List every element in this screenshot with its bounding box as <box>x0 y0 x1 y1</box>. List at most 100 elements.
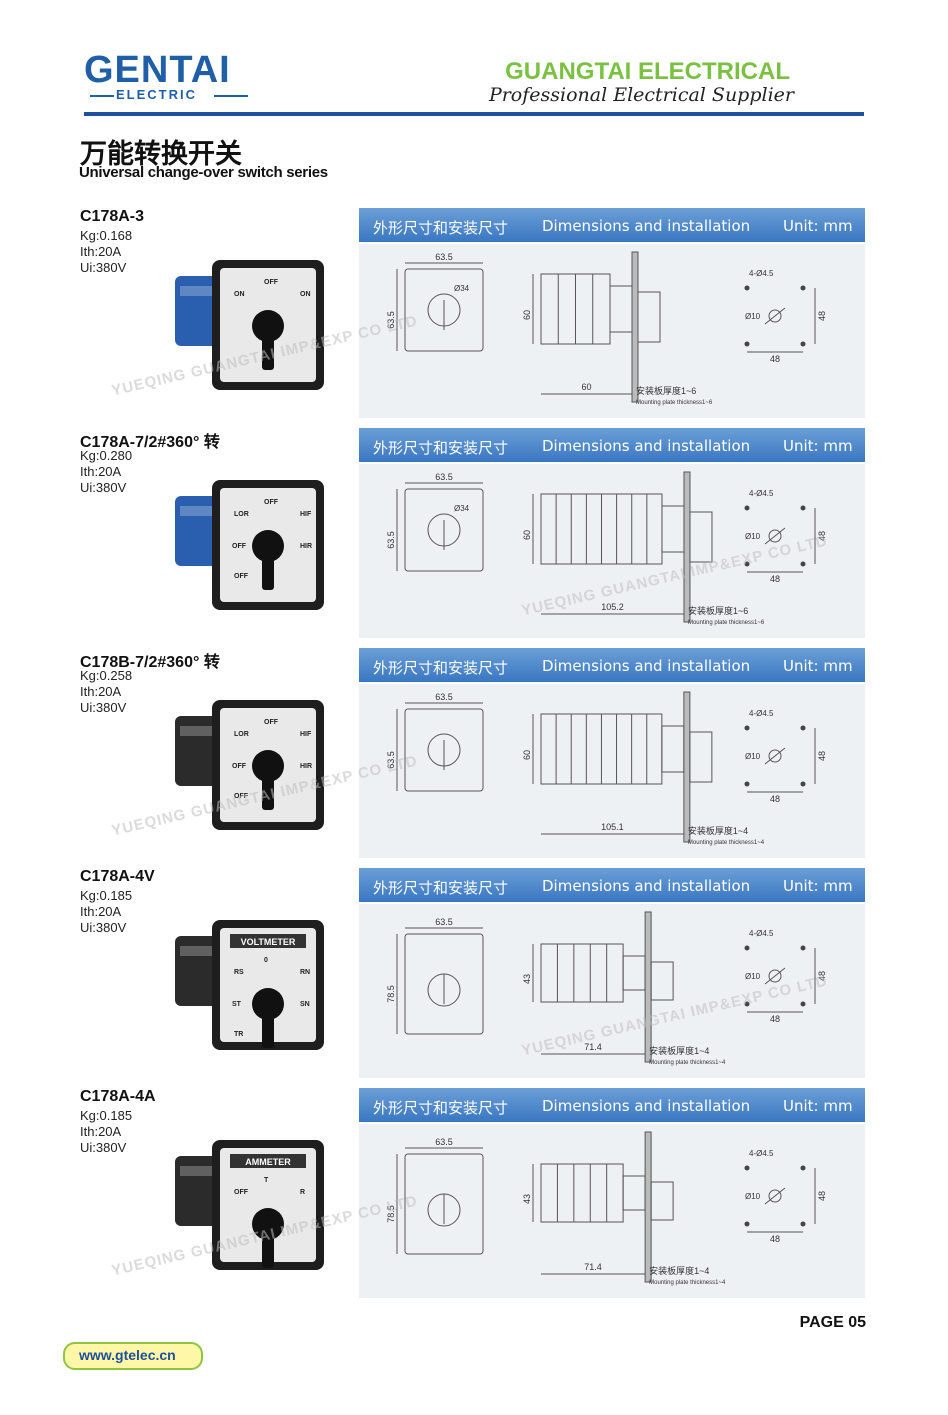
switch-handle <box>262 1224 274 1268</box>
switch-face-label: LOR <box>234 731 249 738</box>
mounting-hole <box>744 505 750 511</box>
hole-pitch-vertical: 48 <box>817 1191 827 1201</box>
dimensions-unit: Unit: mm <box>783 657 853 675</box>
dimensions-title-chinese: 外形尺寸和安装尺寸 <box>373 879 509 897</box>
mounting-hole <box>744 1001 750 1007</box>
switch-face-label: HIR <box>300 543 312 550</box>
front-width-dim: 63.5 <box>435 692 453 702</box>
product-spec-kg: Kg:0.280 <box>80 448 133 463</box>
switch-face-label: 0 <box>264 957 268 964</box>
dimensions-title-english: Dimensions and installation <box>542 1097 751 1115</box>
switch-face-label: LOR <box>234 511 249 518</box>
center-hole-dim: Ø10 <box>745 1192 761 1201</box>
plate-thickness-label: 安装板厚度1~6 <box>688 605 748 616</box>
center-hole-leader <box>764 967 786 985</box>
product-spec-ith: Ith:20A <box>80 1124 122 1139</box>
mounting-hole <box>800 1221 806 1227</box>
switch-face-label: OFF <box>232 543 247 550</box>
switch-face-label: OFF <box>264 719 279 726</box>
side-height-dim: 43 <box>522 974 532 984</box>
product-spec-ith: Ith:20A <box>80 464 122 479</box>
center-hole-leader <box>764 307 786 325</box>
switch-face-label: SN <box>300 1001 310 1008</box>
center-hole <box>768 969 782 983</box>
header-divider <box>84 112 864 116</box>
website-url: www.gtelec.cn <box>79 1347 176 1363</box>
product-spec-ith: Ith:20A <box>80 904 122 919</box>
center-hole-dim: Ø10 <box>745 312 761 321</box>
product-model: C178A-7/2#360° 转 <box>80 434 220 451</box>
plate-thickness-note: Mounting plate thickness1~4 <box>649 1060 726 1066</box>
logo-subtext: ELECTRIC <box>116 87 197 102</box>
mounting-plate <box>644 911 652 1063</box>
front-height-dim: 78.5 <box>386 985 396 1003</box>
side-height-dim: 60 <box>522 530 532 540</box>
side-view-shaft <box>661 725 685 773</box>
hole-pitch-horizontal: 48 <box>770 574 780 584</box>
hole-pitch-horizontal: 48 <box>770 354 780 364</box>
plate-thickness-label: 安装板厚度1~4 <box>649 1045 709 1056</box>
front-width-dim: 63.5 <box>435 472 453 482</box>
dimensions-title-english: Dimensions and installation <box>542 657 751 675</box>
plate-thickness-label: 安装板厚度1~4 <box>649 1265 709 1276</box>
switch-face-label: T <box>264 1177 269 1184</box>
mounting-hole <box>744 1221 750 1227</box>
front-width-dim: 63.5 <box>435 917 453 927</box>
product-spec-kg: Kg:0.258 <box>80 668 133 683</box>
switch-face-label: ST <box>232 1001 242 1008</box>
mounting-hole <box>800 341 806 347</box>
product-model: C178A-4V <box>80 868 155 885</box>
mounting-holes-dim: 4-Ø4.5 <box>749 269 774 278</box>
product-model: C178A-4A <box>80 1088 156 1105</box>
product-spec-kg: Kg:0.168 <box>80 228 133 243</box>
knob-diameter-dim: Ø34 <box>454 284 470 293</box>
switch-face-label: HIF <box>300 511 312 518</box>
mounting-hole <box>800 285 806 291</box>
switch-handle <box>262 1004 274 1048</box>
switch-face-label: HIR <box>300 763 312 770</box>
website-link[interactable]: www.gtelec.cn <box>63 1342 203 1370</box>
page-number: PAGE 05 <box>799 1314 866 1331</box>
switch-body-highlight <box>180 946 230 956</box>
mounting-plate <box>683 471 691 623</box>
side-view-shaft <box>622 955 646 991</box>
side-view-knob <box>650 1181 674 1221</box>
switch-face-label: OFF <box>234 573 249 580</box>
side-view-knob <box>689 731 713 783</box>
product-spec-ui: Ui:380V <box>80 260 127 275</box>
switch-face <box>220 1148 316 1262</box>
side-height-dim: 60 <box>522 750 532 760</box>
hole-pitch-vertical: 48 <box>817 751 827 761</box>
plate-thickness-note: Mounting plate thickness1~6 <box>688 620 765 626</box>
hole-pitch-horizontal: 48 <box>770 1234 780 1244</box>
switch-face-label: HIF <box>300 731 312 738</box>
mounting-plate <box>644 1131 652 1283</box>
front-view-outline <box>404 488 484 572</box>
plate-thickness-note: Mounting plate thickness1~4 <box>649 1280 726 1286</box>
front-view-outline <box>404 933 484 1035</box>
product-spec-kg: Kg:0.185 <box>80 888 133 903</box>
hole-pitch-horizontal: 48 <box>770 794 780 804</box>
switch-handle <box>262 546 274 590</box>
center-hole-leader <box>764 1187 786 1205</box>
mounting-hole <box>800 945 806 951</box>
mounting-hole <box>744 1165 750 1171</box>
dimensions-title-english: Dimensions and installation <box>542 877 751 895</box>
front-height-dim: 63.5 <box>386 311 396 329</box>
